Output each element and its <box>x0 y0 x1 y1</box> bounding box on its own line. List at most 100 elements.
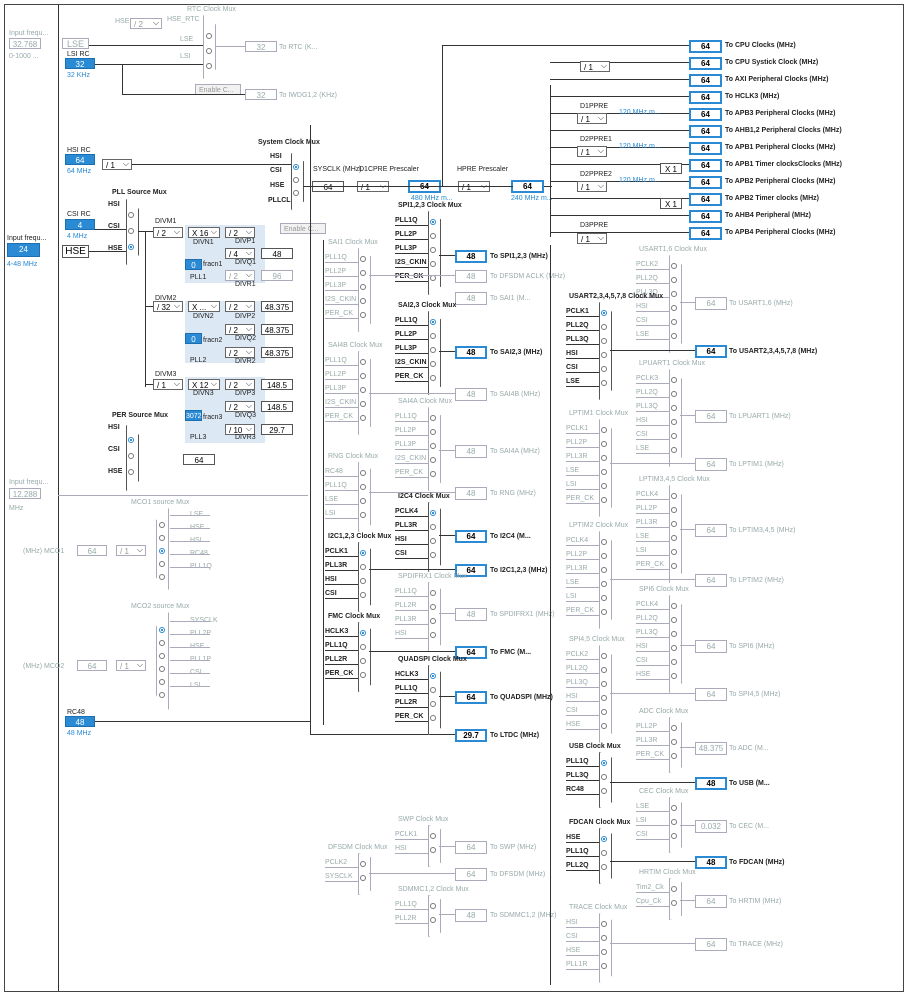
mid_muxes-13-radio-1[interactable] <box>360 875 366 881</box>
right_muxes-1-radio-3[interactable] <box>601 352 607 358</box>
mid_muxes-3-radio-0[interactable] <box>360 359 366 365</box>
mco2-radio-3[interactable] <box>159 653 165 659</box>
right_muxes-6-radio-3[interactable] <box>671 645 677 651</box>
right_muxes-7-radio-0[interactable] <box>601 653 607 659</box>
right_muxes-6-radio-4[interactable] <box>671 659 677 665</box>
divr3-select[interactable]: / 10 <box>225 423 255 435</box>
right_muxes-1-radio-0[interactable] <box>601 310 607 316</box>
right_muxes-0-radio-2[interactable] <box>671 291 677 297</box>
right_muxes-10-radio-1[interactable] <box>671 819 677 825</box>
mid_muxes-8-radio-3[interactable] <box>430 632 436 638</box>
right_muxes-8-radio-2[interactable] <box>671 753 677 759</box>
rtc-radio-hse[interactable] <box>206 33 212 39</box>
right_muxes-1-radio-1[interactable] <box>601 324 607 330</box>
mco1-radio-5[interactable] <box>159 574 165 580</box>
mid_muxes-4-radio-1[interactable] <box>430 429 436 435</box>
rtc-radio-lsi[interactable] <box>206 63 212 69</box>
mid_muxes-9-radio-2[interactable] <box>360 658 366 664</box>
mco1-radio-1[interactable] <box>159 522 165 528</box>
right_muxes-5-radio-4[interactable] <box>601 595 607 601</box>
right_muxes-0-radio-0[interactable] <box>671 263 677 269</box>
right_muxes-6-radio-2[interactable] <box>671 631 677 637</box>
sysmux-radio-hsi[interactable] <box>293 164 299 170</box>
mid_muxes-6-radio-2[interactable] <box>430 538 436 544</box>
mid_muxes-9-radio-0[interactable] <box>360 630 366 636</box>
divq3-select[interactable]: / 2 <box>225 400 255 412</box>
d2ppre1-select[interactable]: / 1 <box>577 145 607 157</box>
mid_muxes-6-radio-0[interactable] <box>430 510 436 516</box>
mid_muxes-0-radio-1[interactable] <box>430 233 436 239</box>
right_muxes-2-radio-5[interactable] <box>671 447 677 453</box>
right_muxes-5-radio-0[interactable] <box>601 539 607 545</box>
right_muxes-5-radio-5[interactable] <box>601 609 607 615</box>
right_muxes-11-radio-2[interactable] <box>601 864 607 870</box>
systick-divider[interactable]: / 1 <box>580 60 610 72</box>
right_muxes-7-radio-2[interactable] <box>601 681 607 687</box>
mid_muxes-9-radio-3[interactable] <box>360 672 366 678</box>
right_muxes-0-radio-5[interactable] <box>671 333 677 339</box>
right_muxes-4-radio-4[interactable] <box>671 549 677 555</box>
right_muxes-mux-12[interactable] <box>669 878 682 920</box>
mid_muxes-12-radio-1[interactable] <box>430 847 436 853</box>
mid_muxes-3-radio-4[interactable] <box>360 415 366 421</box>
mid_muxes-2-radio-3[interactable] <box>430 361 436 367</box>
mid_muxes-8-radio-1[interactable] <box>430 604 436 610</box>
right_muxes-3-radio-5[interactable] <box>601 497 607 503</box>
divr2-select[interactable]: / 2 <box>225 346 255 358</box>
right_muxes-6-radio-0[interactable] <box>671 603 677 609</box>
mid_muxes-14-radio-0[interactable] <box>430 903 436 909</box>
mid_muxes-6-radio-3[interactable] <box>430 552 436 558</box>
mid_muxes-6-radio-1[interactable] <box>430 524 436 530</box>
right_muxes-3-radio-4[interactable] <box>601 483 607 489</box>
mid_muxes-7-radio-2[interactable] <box>360 578 366 584</box>
divq1-select[interactable]: / 4 <box>225 247 255 259</box>
mid_muxes-1-radio-1[interactable] <box>360 270 366 276</box>
mid_muxes-10-radio-1[interactable] <box>430 687 436 693</box>
mid_muxes-8-radio-0[interactable] <box>430 590 436 596</box>
right_muxes-8-radio-1[interactable] <box>671 739 677 745</box>
right_muxes-4-radio-5[interactable] <box>671 563 677 569</box>
mco2-divider[interactable]: / 1 <box>116 659 146 671</box>
per-radio-hse[interactable] <box>128 469 134 475</box>
sysmux-radio-hse[interactable] <box>293 190 299 196</box>
divq2-select[interactable]: / 2 <box>225 323 255 335</box>
fracn1-input[interactable]: 0 <box>185 259 202 270</box>
mid_muxes-5-radio-1[interactable] <box>360 484 366 490</box>
pll-radio-csi[interactable] <box>128 228 134 234</box>
right_muxes-10-radio-2[interactable] <box>671 833 677 839</box>
right_muxes-3-radio-1[interactable] <box>601 441 607 447</box>
right_muxes-12-radio-0[interactable] <box>671 886 677 892</box>
right_muxes-6-radio-5[interactable] <box>671 673 677 679</box>
right_muxes-11-radio-0[interactable] <box>601 836 607 842</box>
right_muxes-0-radio-3[interactable] <box>671 305 677 311</box>
mid_muxes-3-radio-1[interactable] <box>360 373 366 379</box>
mid_muxes-4-radio-2[interactable] <box>430 443 436 449</box>
ext-freq-input[interactable]: 12.288 <box>9 488 41 499</box>
mid_muxes-2-radio-2[interactable] <box>430 347 436 353</box>
mid_muxes-10-radio-0[interactable] <box>430 673 436 679</box>
rtc-mux[interactable] <box>203 15 216 79</box>
right_muxes-3-radio-0[interactable] <box>601 427 607 433</box>
divn2-select[interactable]: X ... <box>188 300 220 312</box>
right_muxes-7-radio-4[interactable] <box>601 709 607 715</box>
right_muxes-6-radio-1[interactable] <box>671 617 677 623</box>
divp3-select[interactable]: / 2 <box>225 378 255 390</box>
divn3-select[interactable]: X 12 <box>188 378 220 390</box>
mid_muxes-0-radio-2[interactable] <box>430 247 436 253</box>
right_muxes-3-radio-3[interactable] <box>601 469 607 475</box>
hsi-divider[interactable]: / 1 <box>102 158 132 170</box>
divn1-select[interactable]: X 16 <box>188 226 220 238</box>
mid_muxes-12-radio-0[interactable] <box>430 833 436 839</box>
mid_muxes-4-radio-4[interactable] <box>430 471 436 477</box>
right_muxes-13-radio-3[interactable] <box>601 963 607 969</box>
mid_muxes-10-radio-3[interactable] <box>430 715 436 721</box>
mid_muxes-1-radio-0[interactable] <box>360 256 366 262</box>
mco1-radio-2[interactable] <box>159 535 165 541</box>
mid_muxes-0-radio-0[interactable] <box>430 219 436 225</box>
mid_muxes-0-radio-3[interactable] <box>430 261 436 267</box>
right_muxes-1-radio-4[interactable] <box>601 366 607 372</box>
mid_muxes-14-radio-1[interactable] <box>430 917 436 923</box>
fracn2-input[interactable]: 0 <box>185 333 202 344</box>
mid_muxes-3-radio-3[interactable] <box>360 401 366 407</box>
mco2-radio-2[interactable] <box>159 640 165 646</box>
